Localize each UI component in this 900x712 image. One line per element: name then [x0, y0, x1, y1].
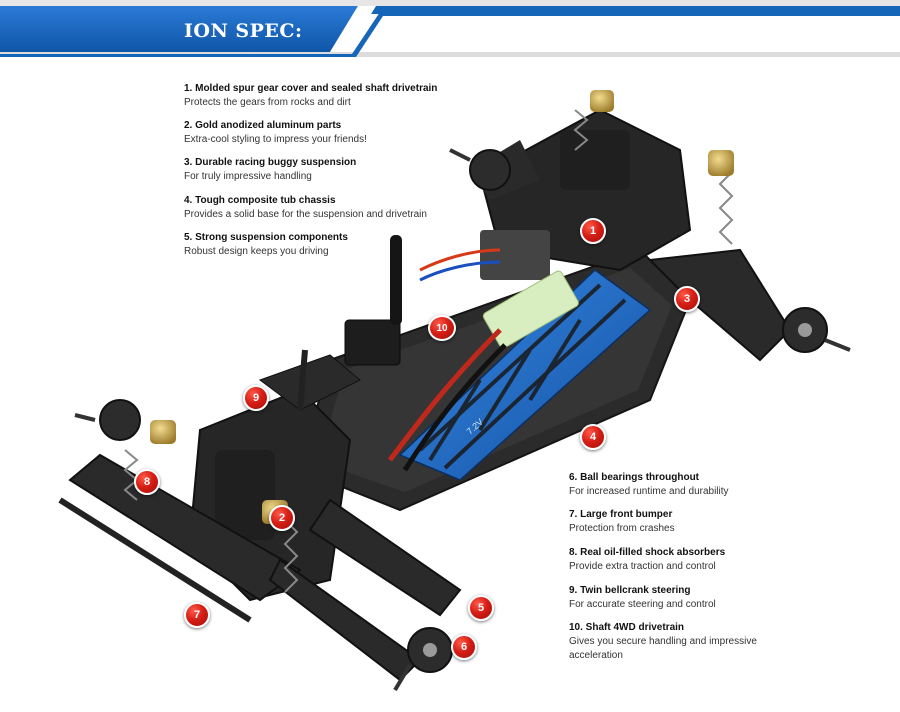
feature-description: Protects the gears from rocks and dirt: [184, 97, 351, 108]
feature-title: 7. Large front bumper: [569, 509, 673, 520]
chassis-illustration: 7.2V: [58, 90, 851, 692]
feature-item: 1. Molded spur gear cover and sealed sha…: [184, 82, 437, 110]
feature-description: Provides a solid base for the suspension…: [184, 209, 427, 220]
feature-item: 5. Strong suspension components Robust d…: [184, 231, 348, 259]
feature-title: 9. Twin bellcrank steering: [569, 585, 691, 596]
feature-description: Robust design keeps you driving: [184, 246, 329, 257]
feature-description: For truly impressive handling: [184, 171, 312, 182]
feature-title: 2. Gold anodized aluminum parts: [184, 120, 342, 131]
feature-title: 10. Shaft 4WD drivetrain: [569, 622, 685, 633]
feature-title: 1. Molded spur gear cover and sealed sha…: [184, 83, 438, 94]
feature-item: 7. Large front bumper Protection from cr…: [569, 508, 779, 536]
feature-description: For increased runtime and durability: [569, 486, 729, 497]
callout-marker-5: 5: [468, 595, 494, 621]
feature-description: Gives you secure handling and impressive…: [569, 636, 757, 661]
feature-item: 9. Twin bellcrank steering For accurate …: [569, 584, 779, 612]
feature-title: 5. Strong suspension components: [184, 232, 348, 243]
callout-marker-9: 9: [243, 385, 269, 411]
feature-item: 3. Durable racing buggy suspension For t…: [184, 156, 356, 184]
feature-description: Extra-cool styling to impress your frien…: [184, 134, 367, 145]
callout-marker-8: 8: [134, 469, 160, 495]
page-title: ION SPEC:: [184, 20, 303, 42]
header-banner: [0, 0, 900, 57]
feature-title: 4. Tough composite tub chassis: [184, 195, 336, 206]
callout-marker-1: 1: [580, 218, 606, 244]
callout-marker-6: 6: [451, 634, 477, 660]
callout-marker-4: 4: [580, 424, 606, 450]
feature-title: 3. Durable racing buggy suspension: [184, 157, 357, 168]
feature-item: 4. Tough composite tub chassis Provides …: [184, 194, 427, 222]
callout-marker-7: 7: [184, 602, 210, 628]
feature-item: 2. Gold anodized aluminum parts Extra-co…: [184, 119, 367, 147]
feature-description: Protection from crashes: [569, 523, 675, 534]
feature-item: 6. Ball bearings throughout For increase…: [569, 471, 779, 499]
feature-description: Provide extra traction and control: [569, 561, 716, 572]
callout-marker-2: 2: [269, 505, 295, 531]
callout-marker-10: 10: [428, 315, 456, 341]
feature-description: For accurate steering and control: [569, 599, 716, 610]
callout-marker-3: 3: [674, 286, 700, 312]
feature-title: 6. Ball bearings throughout: [569, 472, 700, 483]
feature-item: 8. Real oil-filled shock absorbers Provi…: [569, 546, 779, 574]
feature-item: 10. Shaft 4WD drivetrain Gives you secur…: [569, 621, 769, 663]
feature-title: 8. Real oil-filled shock absorbers: [569, 547, 726, 558]
